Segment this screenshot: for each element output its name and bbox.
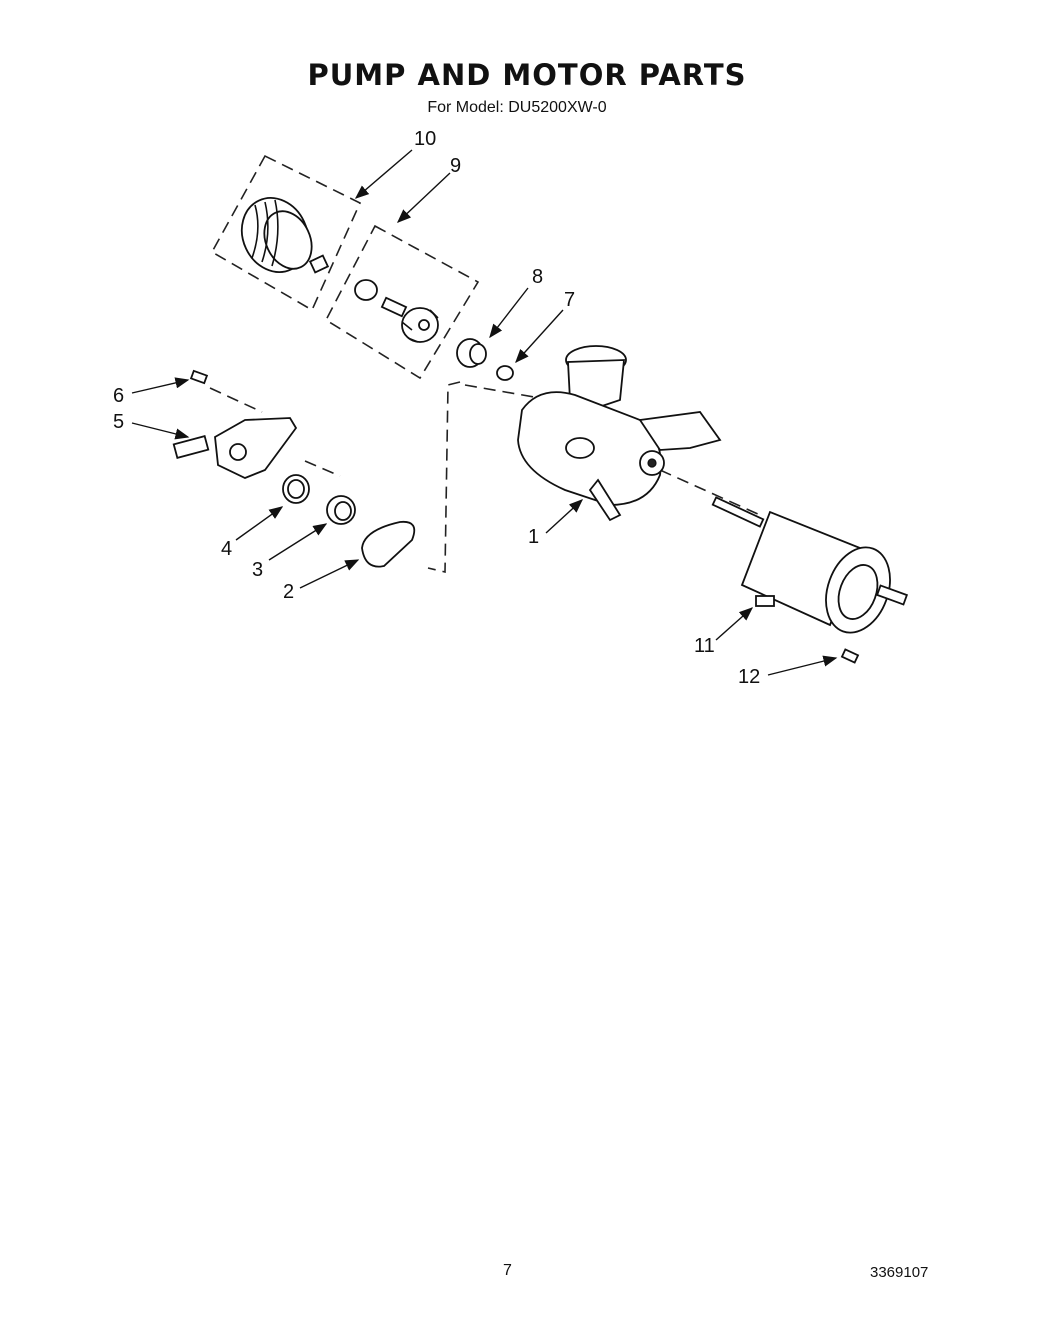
part-4-ring	[282, 474, 310, 504]
callout-2: 2	[283, 581, 294, 603]
leader-7	[515, 309, 564, 364]
group-box-part-9	[324, 224, 480, 380]
callout-8: 8	[532, 266, 543, 288]
callout-4: 4	[221, 538, 232, 560]
part-1-pump-housing	[517, 345, 722, 522]
axis-line-upper	[464, 384, 541, 399]
axis-line-lower	[304, 460, 341, 477]
callout-7: 7	[564, 289, 575, 311]
leader-10	[354, 149, 413, 199]
leader-3	[268, 523, 328, 561]
leader-11	[715, 607, 754, 641]
leader-12	[767, 655, 838, 676]
leader-2	[299, 559, 360, 589]
leader-5	[131, 422, 190, 440]
callout-3: 3	[252, 559, 263, 581]
callout-1: 1	[528, 526, 539, 548]
leader-1	[545, 499, 584, 534]
document-number: 3369107	[870, 1264, 929, 1281]
leader-6	[131, 377, 190, 394]
part-9-impeller	[354, 279, 439, 343]
page-title: PUMP AND MOTOR PARTS	[307, 58, 747, 92]
callout-11: 11	[694, 635, 715, 657]
axis-line-cover	[209, 387, 263, 413]
part-3-seal-ring	[326, 495, 356, 525]
part-7-washer	[496, 365, 514, 381]
part-5-cover	[172, 417, 298, 479]
leader-9	[396, 172, 451, 223]
part-11-motor	[711, 496, 909, 634]
callout-5: 5	[113, 411, 124, 433]
part-12-screw	[840, 648, 860, 664]
callout-12: 12	[738, 666, 760, 688]
part-8-seal	[456, 338, 487, 368]
callout-9: 9	[450, 155, 461, 177]
leader-8	[489, 287, 529, 339]
model-subtitle: For Model: DU5200XW-0	[427, 99, 607, 116]
hidden-line	[427, 381, 461, 574]
callout-6: 6	[113, 385, 124, 407]
page-number: 7	[503, 1262, 512, 1279]
part-6-screw	[189, 369, 209, 385]
part-10-strainer	[240, 197, 330, 274]
part-2-gasket	[361, 520, 416, 568]
axis-line-motor	[659, 469, 761, 516]
leader-4	[235, 506, 284, 541]
callout-10: 10	[414, 128, 436, 150]
